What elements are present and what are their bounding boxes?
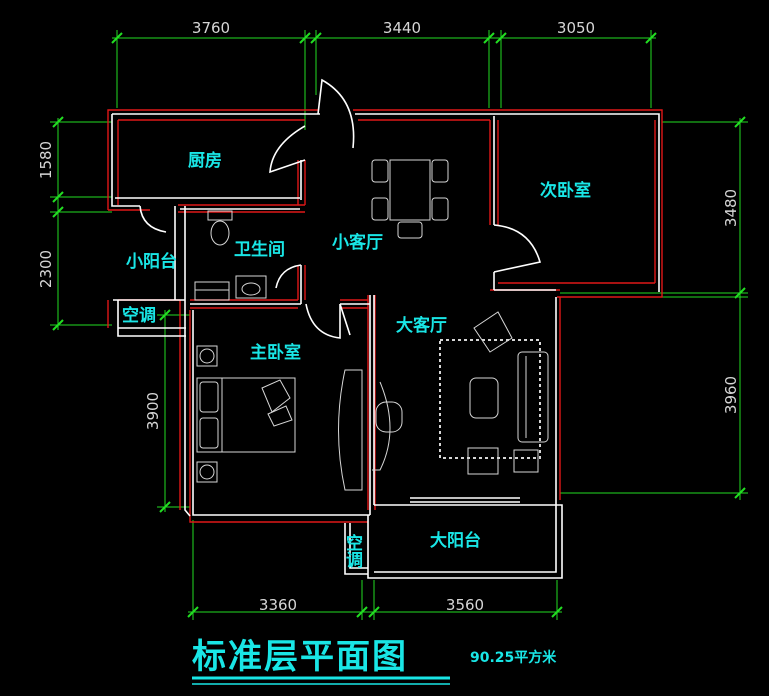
dim-left-1: 1580 bbox=[37, 141, 55, 179]
room-label-ac-vertical: 空调 bbox=[342, 533, 363, 569]
title-block: 标准层平面图 90.25平方米 bbox=[192, 637, 557, 685]
room-label-master-bedroom: 主卧室 bbox=[250, 342, 301, 363]
dim-left-3: 3900 bbox=[144, 392, 162, 430]
room-label-small-balcony: 小阳台 bbox=[126, 251, 177, 272]
plan-title: 标准层平面图 bbox=[192, 637, 408, 677]
room-label-bathroom: 卫生间 bbox=[234, 239, 285, 260]
dim-right-1: 3480 bbox=[722, 189, 740, 227]
furniture bbox=[194, 159, 549, 491]
room-label-second-bedroom: 次卧室 bbox=[540, 180, 591, 201]
walls bbox=[107, 109, 663, 579]
dim-right-2: 3960 bbox=[722, 376, 740, 414]
dim-top-2: 3440 bbox=[383, 19, 421, 37]
room-label-ac: 空调 bbox=[122, 305, 156, 326]
dim-top-3: 3050 bbox=[557, 19, 595, 37]
area-label: 90.25平方米 bbox=[470, 649, 557, 666]
room-label-big-balcony: 大阳台 bbox=[430, 530, 481, 551]
room-label-living-room: 大客厅 bbox=[396, 315, 447, 336]
room-label-small-living: 小客厅 bbox=[332, 232, 383, 253]
room-labels: 厨房 次卧室 小阳台 卫生间 小客厅 空调 主卧室 大客厅 大阳台 空调 bbox=[122, 150, 591, 569]
dimension-text: 3760 3440 3050 3360 3560 1580 2300 3900 … bbox=[37, 19, 740, 614]
room-label-kitchen: 厨房 bbox=[188, 150, 222, 171]
dim-bottom-1: 3360 bbox=[259, 596, 297, 614]
doors bbox=[139, 78, 542, 339]
dim-left-2: 2300 bbox=[37, 250, 55, 288]
dim-top-1: 3760 bbox=[192, 19, 230, 37]
dim-bottom-2: 3560 bbox=[446, 596, 484, 614]
